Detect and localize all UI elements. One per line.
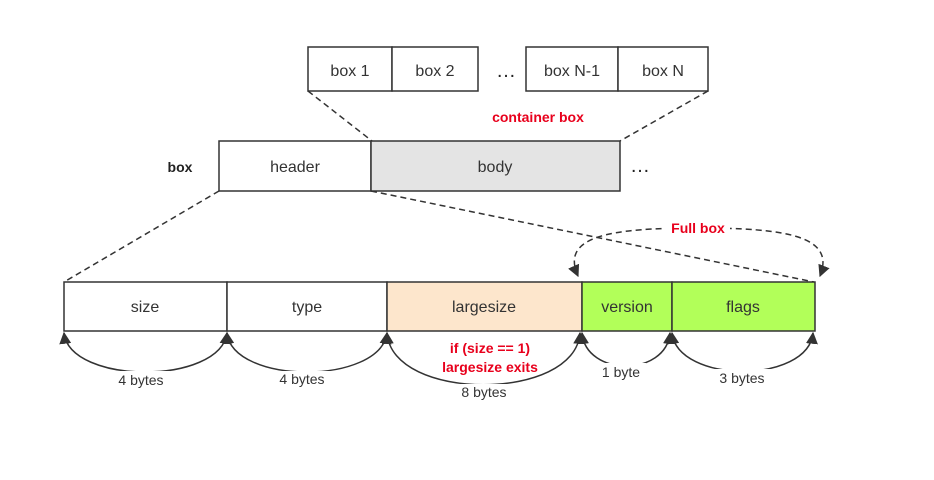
bytes-arc-version <box>577 331 675 367</box>
fields-row: size type largesize version flags <box>63 281 816 332</box>
child-label-2: box 2 <box>415 63 454 80</box>
bytes-arc-flags <box>667 331 818 372</box>
zoom-line-left <box>307 90 373 142</box>
bytes-arc-type <box>222 331 392 373</box>
header-zoom-left <box>63 190 220 283</box>
body-box <box>370 140 621 192</box>
field-size <box>63 281 228 332</box>
bytes-arc-size <box>59 331 232 373</box>
child-box-2 <box>391 46 479 92</box>
children-ellipsis: … <box>496 60 516 82</box>
bytes-label-size: 4 bytes <box>118 372 163 388</box>
container-box-label: container box <box>492 109 584 125</box>
body-label: body <box>478 159 513 176</box>
field-version <box>581 281 673 332</box>
body-ellipsis: … <box>630 155 650 177</box>
bytes-label-type: 4 bytes <box>279 371 324 387</box>
condition-line-1: if (size == 1) <box>450 340 530 356</box>
header-box <box>218 140 372 192</box>
header-zoom-right <box>370 190 815 283</box>
field-flags <box>671 281 816 332</box>
field-label-largesize: largesize <box>452 299 516 316</box>
field-label-version: version <box>601 299 653 316</box>
child-label-n: box N <box>642 63 684 80</box>
condition-line-2: largesize exits <box>442 359 538 375</box>
bytes-label-flags: 3 bytes <box>719 370 764 386</box>
child-box-n <box>617 46 709 92</box>
field-label-size: size <box>131 299 160 316</box>
child-box-1 <box>307 46 393 92</box>
field-label-type: type <box>292 299 322 316</box>
child-label-n-1: box N-1 <box>544 63 600 80</box>
bytes-label-largesize: 8 bytes <box>461 384 506 400</box>
zoom-line-right <box>619 90 709 142</box>
bytes-label-version: 1 byte <box>602 364 640 380</box>
child-label-1: box 1 <box>330 63 369 80</box>
children-row: box 1 box 2 … box N-1 box N <box>307 46 709 92</box>
child-box-n-1 <box>525 46 619 92</box>
header-label: header <box>270 159 320 176</box>
field-label-flags: flags <box>726 299 760 316</box>
fullbox-label: Full box <box>671 220 725 236</box>
fullbox-label-bg <box>664 219 730 237</box>
box-label: box <box>168 159 193 175</box>
